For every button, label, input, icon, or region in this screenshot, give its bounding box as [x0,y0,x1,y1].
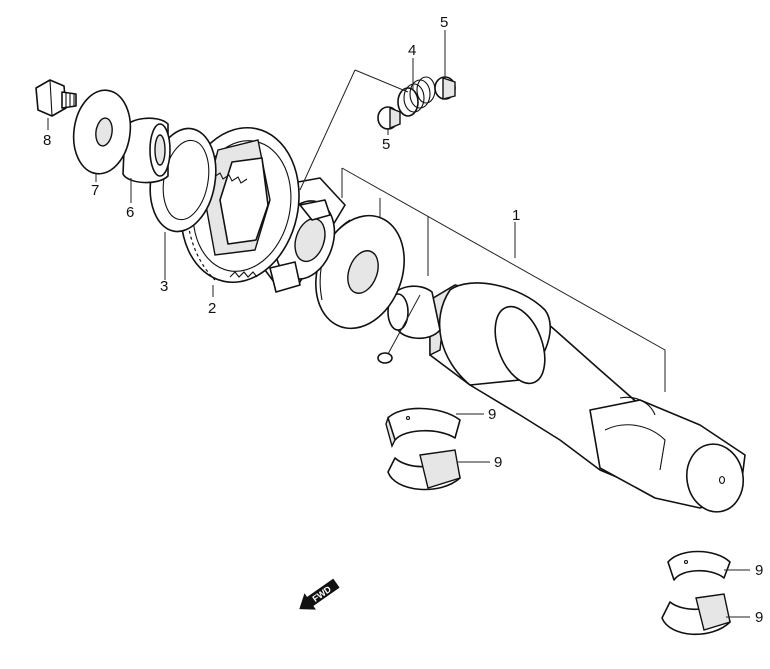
part-4-spring [397,76,436,117]
label-9-c: 9 [755,562,763,579]
label-5-top: 5 [440,14,448,31]
part-9-bearing-lower-a [387,449,461,491]
part-9-bearing-lower-b [661,593,731,636]
label-7: 7 [91,182,99,199]
callout-labels: 1 2 3 4 5 5 6 7 8 9 9 9 9 [43,14,763,626]
part-5-cap-bottom [377,106,401,130]
part-8-bolt [35,79,77,117]
spring-bracket [354,69,409,93]
label-9-a: 9 [488,406,496,423]
part-6-collar [122,117,171,184]
label-2: 2 [208,300,216,317]
callout-leaders [47,30,750,618]
label-1: 1 [512,207,520,224]
part-1-shaft [377,282,746,513]
label-6: 6 [126,204,134,221]
forward-arrow-icon: FWD [299,578,340,610]
label-3: 3 [160,278,168,295]
part-7-washer [72,89,132,175]
label-5-bottom: 5 [382,136,390,153]
label-9-d: 9 [755,609,763,626]
part-9-bearing-upper-b [667,550,731,581]
part-9-bearing-upper-a [385,407,461,448]
label-9-b: 9 [494,454,502,471]
part-5-cap-top [434,76,456,100]
label-8: 8 [43,132,51,149]
label-4: 4 [408,42,416,59]
thrust-washer [315,214,405,330]
